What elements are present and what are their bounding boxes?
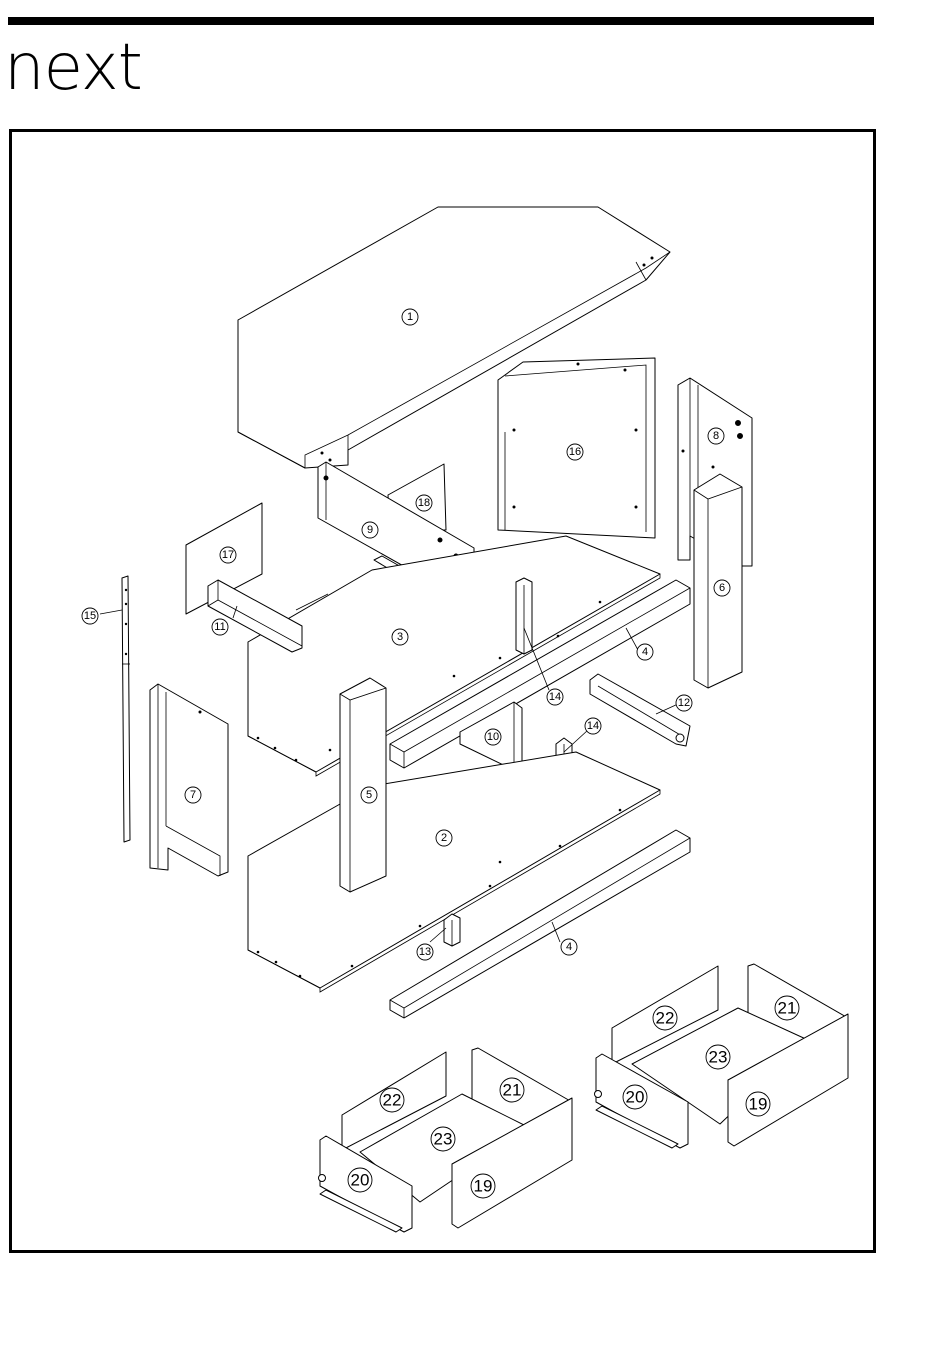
- callout-label: 13: [419, 946, 431, 958]
- callout-p18: 18: [416, 495, 432, 511]
- callout-p14a: 14: [547, 689, 563, 705]
- callout-p23a: 23: [431, 1127, 455, 1151]
- callout-label: 21: [503, 1081, 522, 1100]
- part-2-bottom-panel: [248, 752, 660, 992]
- callout-p21a: 21: [500, 1078, 524, 1102]
- callout-label: 15: [84, 610, 96, 622]
- callout-p1: 1: [402, 309, 418, 325]
- callout-p14b: 14: [585, 718, 601, 734]
- callout-label: 5: [366, 789, 372, 801]
- callout-label: 12: [678, 697, 690, 709]
- callout-p15: 15: [82, 608, 98, 624]
- callout-p4a: 4: [637, 644, 653, 660]
- callout-p23b: 23: [706, 1045, 730, 1069]
- part-13-cleat: [444, 914, 460, 946]
- callout-label: 3: [397, 631, 403, 643]
- callout-label: 16: [569, 446, 581, 458]
- callout-label: 10: [487, 731, 499, 743]
- callout-label: 18: [418, 497, 430, 509]
- callout-p8: 8: [708, 428, 724, 444]
- callout-label: 2: [441, 832, 447, 844]
- callout-label: 8: [713, 430, 719, 442]
- callout-label: 11: [214, 621, 225, 633]
- callout-p9: 9: [362, 522, 378, 538]
- callout-label: 23: [709, 1048, 728, 1067]
- callout-label: 14: [549, 691, 561, 703]
- callout-p3: 3: [392, 629, 408, 645]
- callout-label: 23: [434, 1130, 453, 1149]
- callout-p22a: 22: [380, 1088, 404, 1112]
- callout-label: 9: [367, 524, 373, 536]
- callout-label: 4: [566, 941, 572, 953]
- callout-label: 17: [222, 549, 234, 561]
- callout-label: 21: [778, 999, 797, 1018]
- callout-p7: 7: [185, 787, 201, 803]
- callout-p17: 17: [220, 547, 236, 563]
- callout-label: 22: [383, 1091, 402, 1110]
- callout-p20a: 20: [348, 1168, 372, 1192]
- part-15-back-strip: [122, 576, 130, 842]
- callout-p2: 2: [436, 830, 452, 846]
- callout-label: 19: [749, 1095, 768, 1114]
- callout-p19b: 19: [746, 1092, 770, 1116]
- callout-label: 6: [719, 582, 725, 594]
- callout-label: 7: [190, 789, 196, 801]
- callout-p16: 16: [567, 444, 583, 460]
- callout-label: 20: [626, 1088, 645, 1107]
- callout-p5: 5: [361, 787, 377, 803]
- callout-label: 4: [642, 646, 648, 658]
- part-12-drawer-runner: [590, 674, 690, 746]
- callout-label: 19: [474, 1177, 493, 1196]
- callout-p22b: 22: [653, 1006, 677, 1030]
- part-5-front-leg: [340, 678, 386, 892]
- callout-label: 20: [351, 1171, 370, 1190]
- callout-p21b: 21: [775, 996, 799, 1020]
- callout-p20b: 20: [623, 1085, 647, 1109]
- callout-p13: 13: [417, 944, 433, 960]
- callout-p11: 11: [212, 619, 228, 635]
- part-7-left-side-panel: [150, 684, 228, 876]
- callout-label: 14: [587, 720, 599, 732]
- callout-p4b: 4: [561, 939, 577, 955]
- callout-p6: 6: [714, 580, 730, 596]
- callout-p10: 10: [485, 729, 501, 745]
- callout-p12: 12: [676, 695, 692, 711]
- callout-p19a: 19: [471, 1174, 495, 1198]
- callout-label: 22: [656, 1009, 675, 1028]
- callout-label: 1: [407, 311, 413, 323]
